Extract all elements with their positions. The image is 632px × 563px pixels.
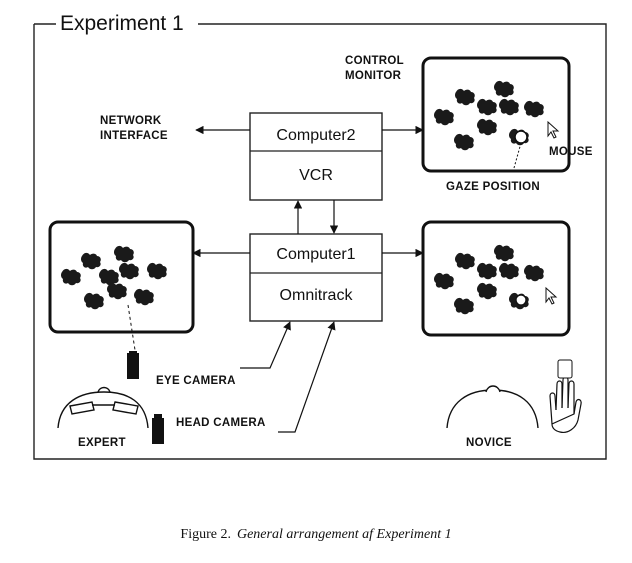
expert-monitor — [48, 220, 195, 351]
expert-label: EXPERT — [78, 437, 126, 449]
control-label-line2: MONITOR — [345, 70, 402, 82]
eye-camera-line — [240, 321, 291, 369]
caption-prefix: Figure 2. — [180, 527, 231, 542]
control-monitor — [421, 56, 571, 173]
caption-text: General arrangement af Experiment 1 — [237, 527, 452, 542]
network-label-line2: INTERFACE — [100, 130, 168, 142]
head-camera-label: HEAD CAMERA — [176, 417, 266, 429]
expert-head-icon — [57, 386, 149, 429]
expert-gaze-line — [127, 304, 136, 351]
mouse-label: MOUSE — [549, 146, 593, 158]
computer1-omnitrack-box: Computer1 Omnitrack — [249, 233, 383, 322]
gaze-position-marker — [514, 130, 528, 144]
computer2-vcr-box: Computer2 VCR — [249, 112, 383, 201]
network-label-line1: NETWORK — [100, 115, 162, 127]
experiment-frame: Experiment 1 — [33, 12, 607, 460]
frame-title: Experiment 1 — [60, 12, 184, 35]
connections — [192, 125, 424, 433]
computer1-label: Computer1 — [276, 246, 355, 263]
mouse-device-icon — [557, 359, 573, 379]
novice-head-icon — [446, 385, 539, 429]
gaze-position-label: GAZE POSITION — [446, 181, 540, 193]
figure-caption: Figure 2. General arrangement af Experime… — [180, 527, 451, 542]
hand-icon — [549, 359, 582, 433]
novice-monitor — [421, 220, 571, 337]
mouse-cursor-icon — [547, 120, 560, 139]
vcr-label: VCR — [299, 167, 333, 184]
head-camera-icon — [152, 414, 164, 444]
novice-gaze-marker — [515, 294, 527, 306]
eye-camera-icon — [127, 351, 139, 379]
eye-camera-label: EYE CAMERA — [156, 375, 236, 387]
novice-cursor-icon — [545, 286, 558, 305]
novice-label: NOVICE — [466, 437, 512, 449]
computer2-label: Computer2 — [276, 127, 355, 144]
gaze-pointer-line — [513, 142, 522, 169]
omnitrack-label: Omnitrack — [280, 287, 354, 304]
control-label-line1: CONTROL — [345, 55, 404, 67]
head-camera-line — [278, 321, 336, 433]
